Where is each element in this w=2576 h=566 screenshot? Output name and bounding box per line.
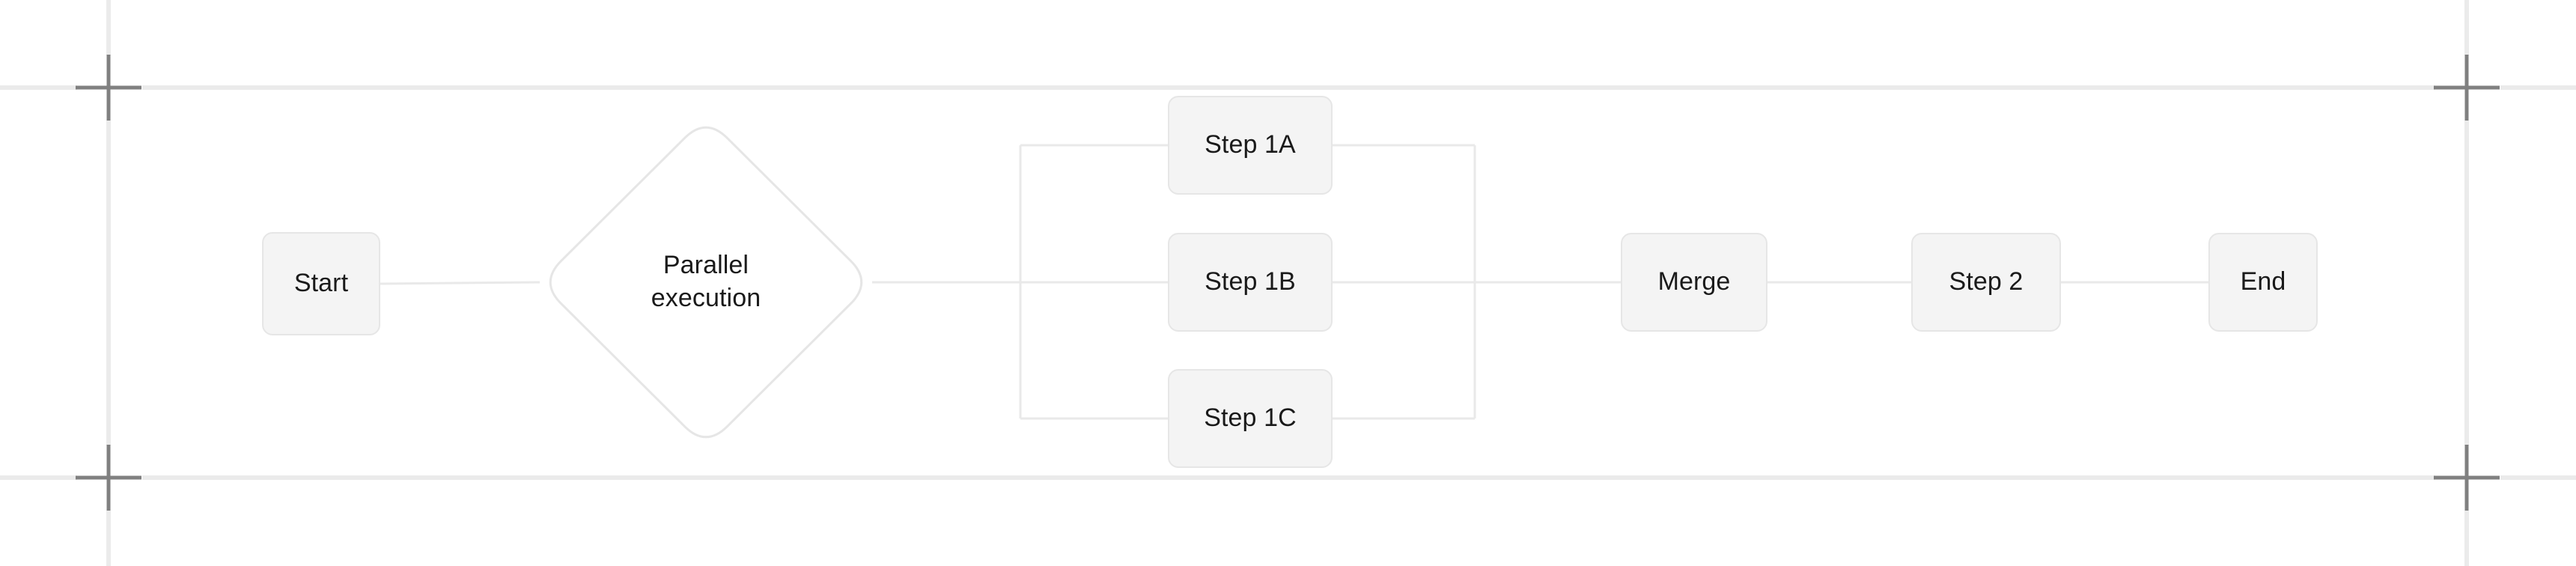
node-label-start: Start	[293, 269, 349, 298]
node-label-parallel: Parallel execution	[651, 251, 761, 312]
crosshair-bottom-right-icon[interactable]	[2434, 445, 2500, 511]
crosshair-bottom-left-icon[interactable]	[76, 445, 141, 511]
node-step1c[interactable]: Step 1C	[1168, 369, 1333, 468]
diamond-outline-parallel	[549, 126, 863, 439]
node-step1b[interactable]: Step 1B	[1168, 233, 1333, 332]
node-merge[interactable]: Merge	[1621, 233, 1767, 332]
node-step2[interactable]: Step 2	[1911, 233, 2061, 332]
node-label-step1a: Step 1A	[1205, 130, 1296, 159]
node-label-step1c: Step 1C	[1204, 404, 1297, 433]
crosshair-top-left-icon[interactable]	[76, 55, 141, 121]
node-label-step1b: Step 1B	[1205, 267, 1296, 296]
node-parallel[interactable]: Parallel execution	[540, 117, 872, 448]
node-label-merge: Merge	[1657, 267, 1731, 296]
node-label-step2: Step 2	[1949, 267, 2024, 296]
node-label-end: End	[2240, 267, 2286, 296]
crosshair-top-right-icon[interactable]	[2434, 55, 2500, 121]
node-start[interactable]: Start	[262, 232, 380, 335]
node-end[interactable]: End	[2208, 233, 2318, 332]
node-step1a[interactable]: Step 1A	[1168, 96, 1333, 195]
diamond-path	[549, 126, 863, 439]
edge-start-to-parallel	[380, 281, 541, 285]
